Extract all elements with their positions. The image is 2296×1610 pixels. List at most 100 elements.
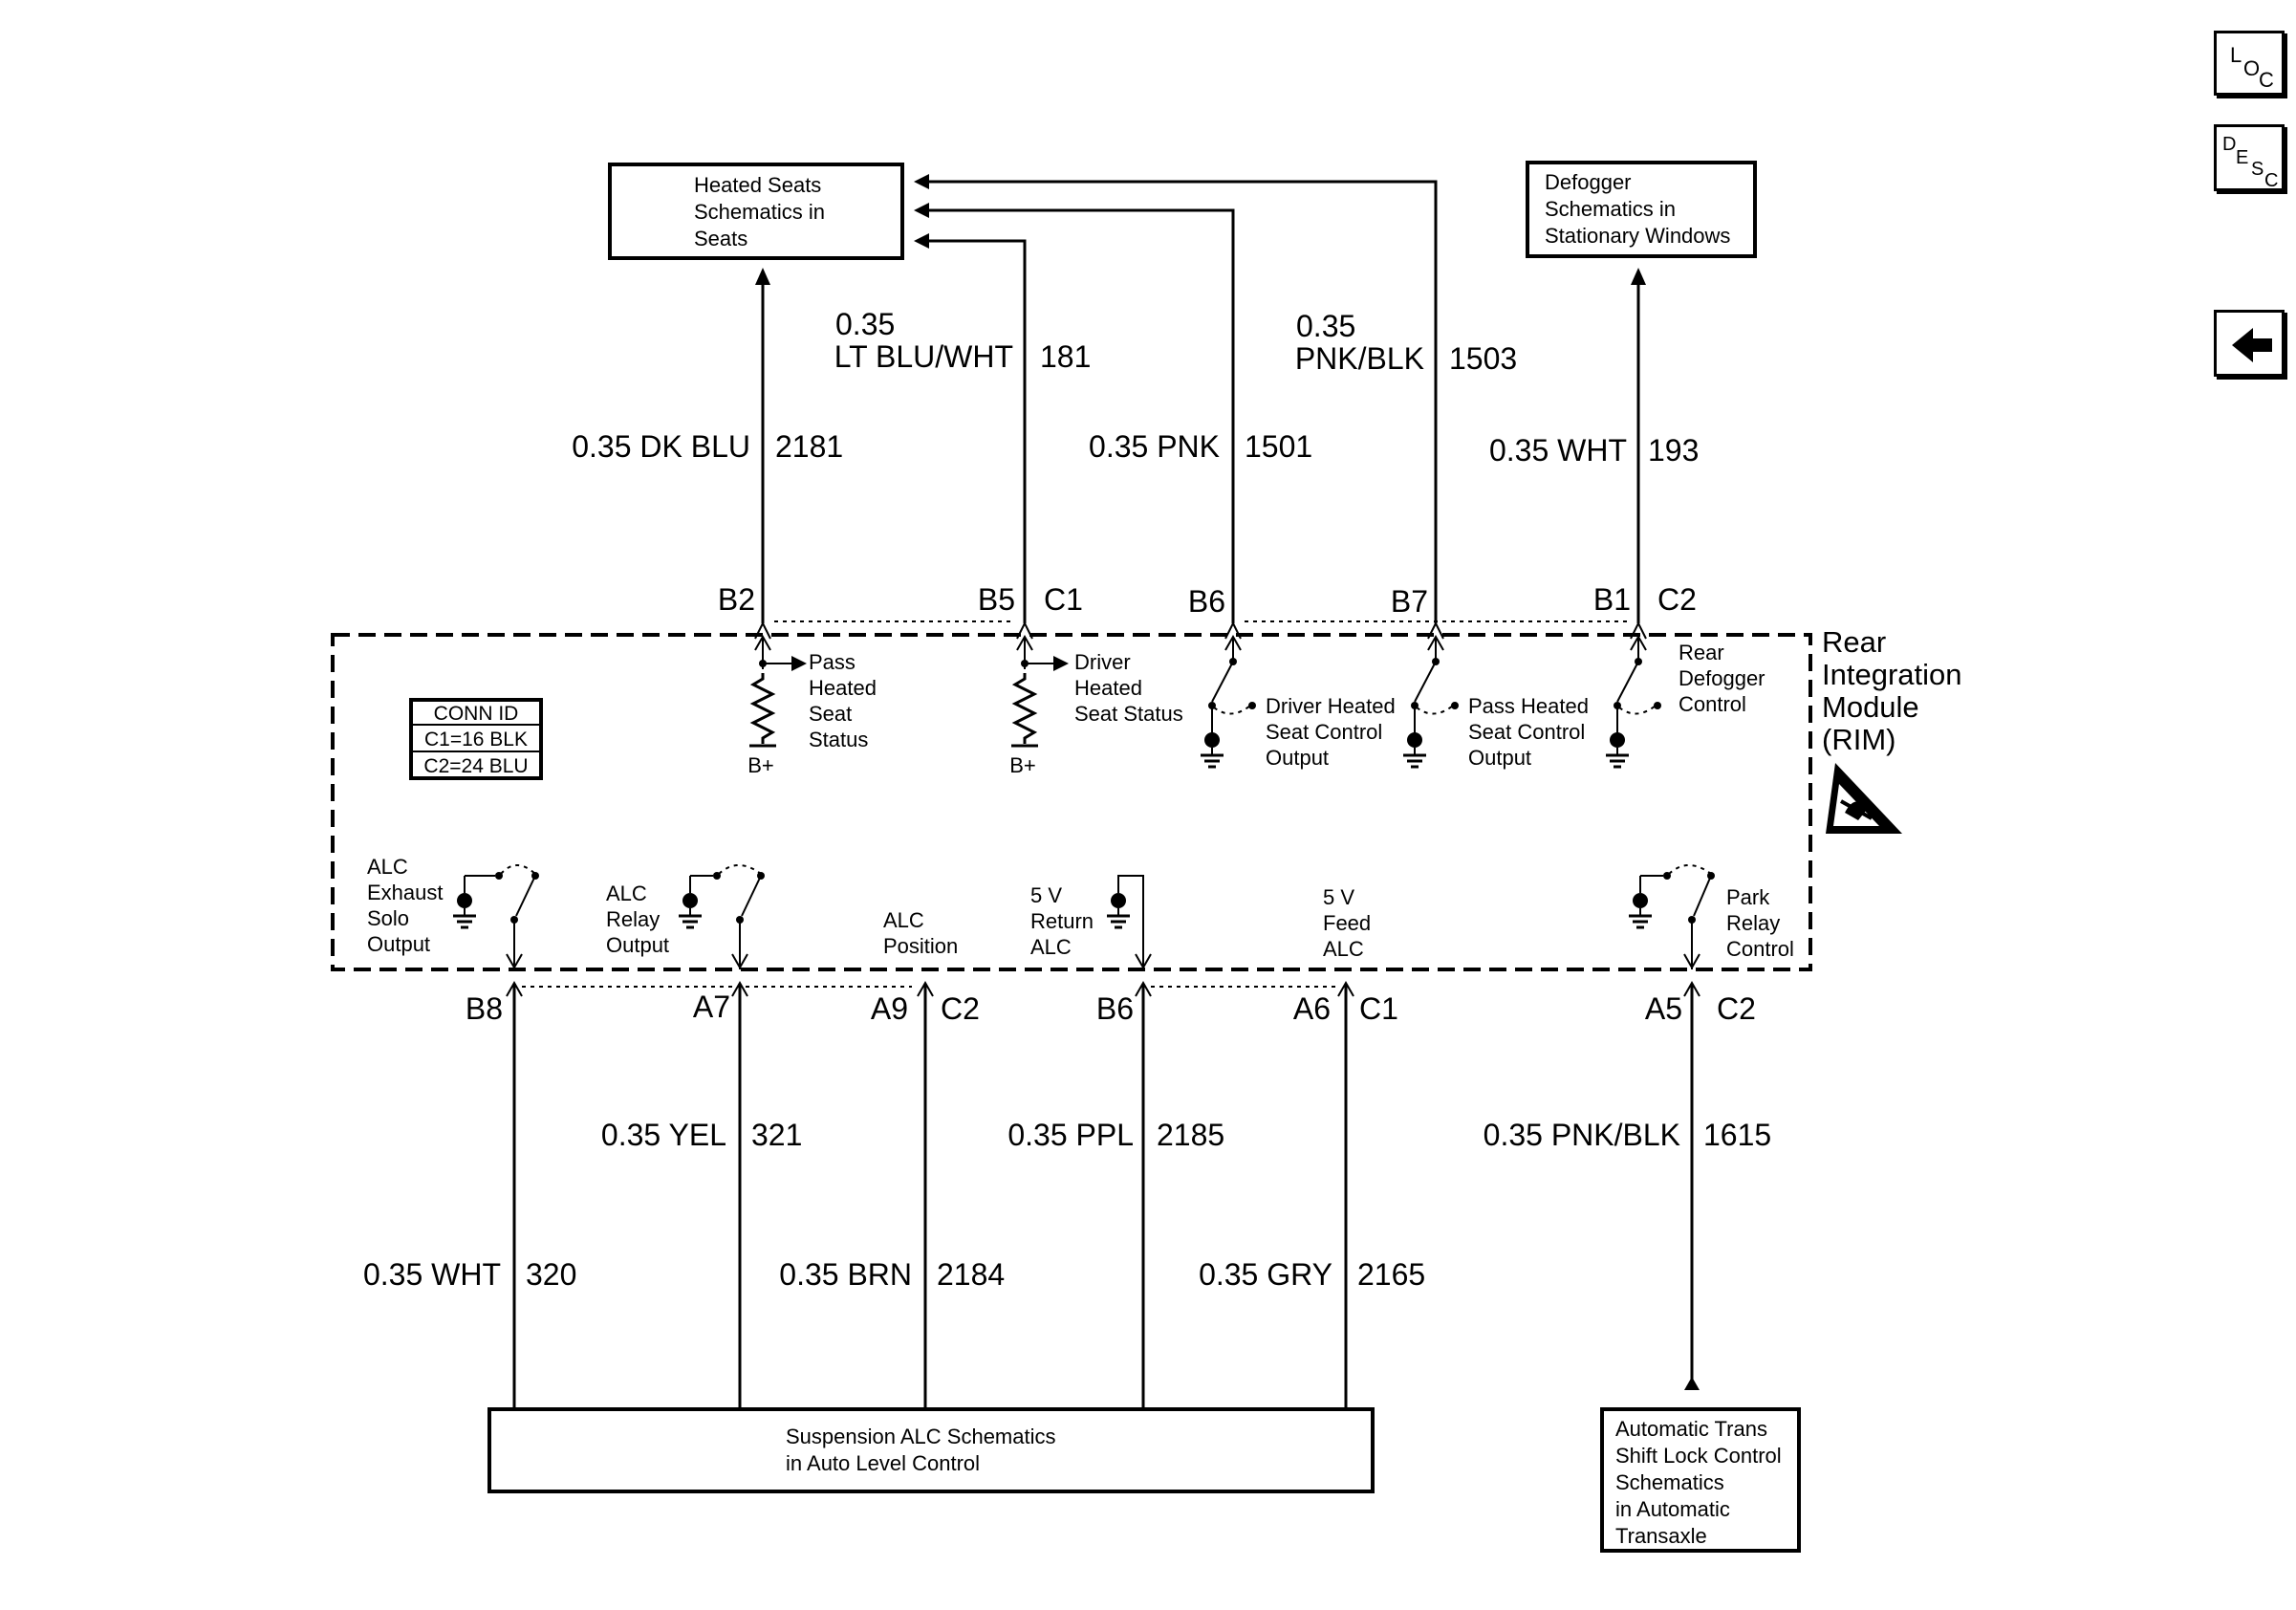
heated-seats-line-3: Seats	[694, 227, 747, 250]
5v-feed-line-1: 5 V	[1323, 885, 1354, 909]
5v-feed-line-2: Feed	[1323, 911, 1371, 935]
pin-c2-bottom-left: C2	[941, 991, 980, 1026]
suspension-alc-schematics-box[interactable]: Suspension ALC Schematics in Auto Level …	[487, 1407, 1375, 1493]
pass-status-line-3: Seat	[809, 702, 852, 726]
location-button[interactable]: L O C	[2214, 31, 2285, 96]
alc-exhaust-line-4: Output	[367, 932, 430, 956]
driver-heated-seat-control-switch	[1199, 634, 1256, 769]
pin-b1-top: B1	[1593, 582, 1631, 617]
driver-heated-seat-status-circuit	[1011, 634, 1069, 748]
wire-2181-label: 0.35 DK BLU	[572, 429, 750, 464]
conn-id-table: CONN ID C1=16 BLK C2=24 BLU	[409, 698, 543, 780]
wire-181-gauge: 0.35	[835, 307, 895, 341]
wire-1615	[1683, 980, 1700, 1390]
driver-b-plus: B+	[1009, 753, 1036, 777]
loc-letter-c: C	[2259, 68, 2274, 92]
park-relay-line-3: Control	[1726, 937, 1794, 961]
trans-line-2: Shift Lock Control	[1615, 1444, 1782, 1468]
alc-position-line-1: ALC	[883, 908, 924, 932]
wire-321-label: 0.35 YEL	[601, 1118, 726, 1152]
wire-320	[506, 980, 523, 1409]
wire-320-label: 0.35 WHT	[363, 1257, 501, 1292]
pin-b6-top: B6	[1188, 584, 1225, 619]
pin-c1-bottom: C1	[1359, 991, 1398, 1026]
pin-c1-top: C1	[1044, 582, 1083, 617]
5v-return-line-3: ALC	[1030, 935, 1072, 959]
desc-letter-c: C	[2264, 170, 2278, 191]
back-button[interactable]	[2214, 310, 2285, 377]
wire-193-circuit: 193	[1648, 433, 1699, 468]
pass-heated-seat-status-circuit	[749, 634, 807, 748]
wire-193-label: 0.35 WHT	[1489, 433, 1627, 468]
pass-status-line-1: Pass	[809, 650, 856, 674]
heated-seats-line-2: Schematics in	[694, 200, 825, 224]
wire-1503-color: PNK/BLK	[1295, 341, 1424, 376]
wire-2184	[917, 980, 934, 1409]
pass-status-line-2: Heated	[809, 676, 877, 700]
driver-status-line-3: Seat Status	[1074, 702, 1183, 726]
wire-2185-circuit: 2185	[1157, 1118, 1224, 1152]
wire-1503	[914, 174, 1444, 640]
pin-c2-bottom-right: C2	[1717, 991, 1756, 1026]
loc-letter-l: L	[2230, 43, 2242, 67]
left-arrow-icon	[2232, 328, 2272, 362]
pass-output-line-2: Seat Control	[1468, 720, 1585, 744]
rim-name-line-1: Rear	[1822, 625, 1886, 659]
wire-2165-circuit: 2165	[1357, 1257, 1425, 1292]
heated-seats-schematics-box[interactable]: Heated Seats Schematics in Seats	[608, 163, 904, 260]
defogger-line-1: Defogger	[1545, 170, 1632, 194]
driver-output-line-2: Seat Control	[1266, 720, 1382, 744]
trans-line-1: Automatic Trans	[1615, 1417, 1767, 1441]
rear-defogger-control-switch	[1604, 634, 1661, 769]
5v-return-alc-circuit	[1105, 875, 1152, 970]
trans-line-5: Transaxle	[1615, 1524, 1707, 1548]
wire-1615-circuit: 1615	[1703, 1118, 1771, 1152]
trans-line-3: Schematics	[1615, 1470, 1724, 1494]
trans-line-4: in Automatic	[1615, 1497, 1730, 1521]
wire-1501-circuit: 1501	[1245, 429, 1312, 464]
pass-output-line-1: Pass Heated	[1468, 694, 1589, 718]
auto-trans-shift-lock-box[interactable]: Automatic Trans Shift Lock Control Schem…	[1600, 1407, 1801, 1553]
desc-letter-e: E	[2236, 147, 2248, 168]
pass-heated-seat-control-switch	[1401, 634, 1459, 769]
wire-181	[914, 233, 1033, 640]
defogger-line-3: Stationary Windows	[1545, 224, 1730, 248]
alc-exhaust-line-3: Solo	[367, 906, 409, 930]
wire-2165	[1337, 980, 1354, 1409]
alc-exhaust-line-1: ALC	[367, 855, 408, 879]
driver-status-line-2: Heated	[1074, 676, 1142, 700]
rim-name-line-4: (RIM)	[1822, 723, 1895, 756]
suspension-line-2: in Auto Level Control	[786, 1451, 980, 1475]
driver-status-line-1: Driver	[1074, 650, 1131, 674]
wire-2181	[754, 268, 771, 640]
wire-2185	[1135, 980, 1152, 1409]
pin-b7-top: B7	[1391, 584, 1428, 619]
wire-2181-circuit: 2181	[775, 429, 843, 464]
pin-a5-bottom: A5	[1645, 991, 1682, 1026]
driver-output-line-1: Driver Heated	[1266, 694, 1396, 718]
wire-1615-label: 0.35 PNK/BLK	[1484, 1118, 1680, 1152]
alc-relay-line-1: ALC	[606, 881, 647, 905]
wire-1503-gauge: 0.35	[1296, 309, 1355, 343]
conn-id-title: CONN ID	[434, 703, 519, 725]
rim-name-line-2: Integration	[1822, 658, 1962, 691]
pass-b-plus: B+	[747, 753, 774, 777]
pass-status-line-4: Status	[809, 728, 868, 751]
desc-letter-d: D	[2222, 134, 2236, 155]
rear-defog-line-1: Rear	[1679, 641, 1724, 664]
wire-1501	[914, 203, 1242, 640]
description-button[interactable]: D E S C	[2214, 124, 2285, 191]
defogger-schematics-box[interactable]: Defogger Schematics in Stationary Window…	[1526, 161, 1757, 258]
location-icon: L O C	[2230, 43, 2274, 92]
alc-relay-line-3: Output	[606, 933, 669, 957]
pin-b2-top: B2	[718, 582, 755, 617]
wire-1503-circuit: 1503	[1449, 341, 1517, 376]
wire-181-circuit: 181	[1040, 339, 1091, 374]
5v-return-line-1: 5 V	[1030, 883, 1062, 907]
conn-id-row-c1: C1=16 BLK	[424, 729, 528, 751]
rear-defog-line-3: Control	[1679, 692, 1746, 716]
park-relay-line-1: Park	[1726, 885, 1770, 909]
park-relay-control-switch	[1627, 864, 1715, 970]
alc-relay-output-switch	[677, 864, 765, 970]
park-relay-line-2: Relay	[1726, 911, 1780, 935]
